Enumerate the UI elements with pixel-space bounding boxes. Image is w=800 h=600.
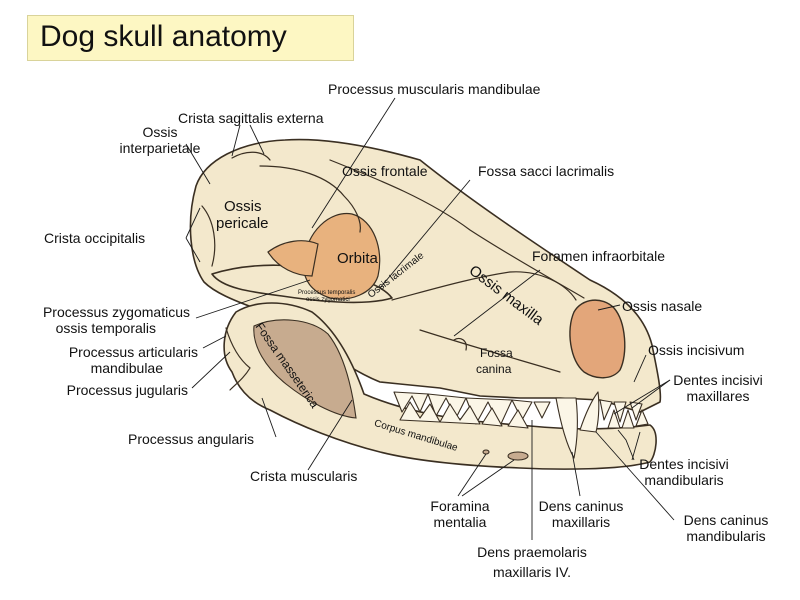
label-processus-temporalis-1: Processus temporalis bbox=[298, 290, 356, 296]
upper-canine bbox=[555, 397, 578, 459]
orbit-rim-shape bbox=[267, 240, 319, 277]
leader-foramina-mentalia-b bbox=[461, 459, 515, 497]
label-processus-muscularis-mandibulae: Processus muscularis mandibulae bbox=[328, 81, 541, 97]
lower-molar-2 bbox=[439, 403, 481, 425]
label-fossa-canina-1: Fossa bbox=[480, 346, 513, 360]
label-ossis-frontale: Ossis frontale bbox=[342, 163, 428, 179]
leader-processus-jugularis bbox=[191, 351, 231, 389]
label-crista-sagittalis-externa: Crista sagittalis externa bbox=[178, 110, 324, 126]
label-dens-caninus-maxillaris-2: maxillaris bbox=[551, 514, 611, 530]
leader-crista-occipitalis-a bbox=[185, 207, 201, 239]
label-foramen-infraorbitale: Foramen infraorbitale bbox=[532, 248, 666, 264]
maxilla-lower-suture bbox=[419, 329, 561, 373]
parietal-suture bbox=[259, 165, 361, 233]
lower-incisor-1 bbox=[607, 409, 621, 429]
label-ossis-pericale-1: Ossis bbox=[224, 198, 262, 215]
label-processus-jugularis: Processus jugularis bbox=[66, 382, 188, 398]
orbit-shape bbox=[303, 212, 381, 300]
leader-dentes-incisivi-mandibularis-b bbox=[631, 431, 641, 461]
label-dentes-incisivi-maxillares-2: maxillares bbox=[686, 388, 750, 404]
nasal-aperture-shape bbox=[569, 299, 626, 379]
lower-praemolar-2 bbox=[507, 409, 529, 429]
label-dentes-incisivi-mandibularis-2: mandibularis bbox=[644, 472, 724, 488]
leader-foramina-mentalia bbox=[457, 453, 487, 497]
leader-processus-angularis bbox=[261, 397, 277, 438]
sagittal-crest-line bbox=[231, 151, 271, 161]
label-processus-articularis-1: Processus articularis bbox=[68, 344, 198, 360]
lower-molar-1 bbox=[399, 401, 441, 423]
label-dens-caninus-mandibularis-1: Dens caninus bbox=[683, 512, 769, 528]
upper-praemolar-3 bbox=[511, 399, 533, 421]
cranium-shape bbox=[189, 138, 662, 413]
leader-foramen-infraorbitale bbox=[453, 269, 541, 337]
leader-processus-muscularis bbox=[311, 97, 396, 229]
label-processus-angularis: Processus angularis bbox=[128, 431, 255, 447]
label-fossa-canina-2: canina bbox=[476, 362, 512, 376]
leader-crista-muscularis bbox=[307, 399, 353, 471]
label-foramina-mentalia-2: mentalia bbox=[433, 514, 487, 530]
label-dens-praemolaris-1: Dens praemolaris bbox=[477, 544, 587, 560]
label-processus-zygomaticus-1: Processus zygomaticus bbox=[42, 304, 190, 320]
label-processus-zygomaticus-2: ossis temporalis bbox=[55, 320, 156, 336]
label-dentes-incisivi-maxillares-1: Dentes incisivi bbox=[673, 372, 763, 388]
label-processus-articularis-2: mandibulae bbox=[90, 360, 163, 376]
label-dens-caninus-maxillaris-1: Dens caninus bbox=[538, 498, 624, 514]
occipital-line bbox=[201, 205, 216, 267]
leader-interparietale bbox=[185, 143, 211, 185]
label-foramina-mentalia-1: Foramina bbox=[430, 498, 490, 514]
title-box bbox=[27, 15, 354, 61]
leader-processus-articularis bbox=[202, 335, 227, 349]
maxilla-suture bbox=[391, 271, 577, 301]
leader-crista-sagittalis-b bbox=[249, 124, 265, 155]
label-fossa-sacci-lacrimalis: Fossa sacci lacrimalis bbox=[478, 163, 615, 179]
label-dens-praemolaris-2: maxillaris IV. bbox=[492, 564, 572, 580]
leader-dens-caninus-mandibularis bbox=[595, 431, 675, 521]
upper-incisor-1 bbox=[599, 399, 613, 421]
lower-incisor-3 bbox=[635, 409, 649, 427]
leader-crista-occipitalis-b bbox=[185, 237, 201, 263]
upper-incisor-3 bbox=[629, 401, 643, 421]
leader-processus-zygomaticus bbox=[195, 279, 311, 319]
lower-incisor-2 bbox=[621, 409, 635, 429]
lower-canine bbox=[579, 391, 600, 433]
lower-praemolar-1 bbox=[481, 407, 503, 427]
label-ossis-interparietale-1: Ossis bbox=[142, 124, 178, 140]
label-crista-occipitalis: Crista occipitalis bbox=[44, 230, 146, 246]
infraorbital-foramen-mark bbox=[453, 337, 467, 351]
label-crista-muscularis: Crista muscularis bbox=[250, 468, 358, 484]
foramen-mentale-large bbox=[507, 451, 529, 461]
leader-dentes-incisivi-maxillares bbox=[613, 379, 671, 415]
page-title: Dog skull anatomy bbox=[40, 20, 287, 53]
upper-molar-1 bbox=[393, 391, 429, 413]
label-ossis-pericale-2: pericale bbox=[216, 215, 269, 232]
frontal-suture bbox=[329, 159, 585, 299]
leader-fossa-sacci bbox=[379, 179, 471, 289]
label-orbita: Orbita bbox=[337, 250, 378, 267]
leader-crista-sagittalis-a bbox=[231, 124, 241, 157]
leader-ossis-incisivum bbox=[633, 354, 647, 383]
label-ossis-nasale: Ossis nasale bbox=[622, 298, 703, 314]
leader-ossis-nasale bbox=[597, 304, 621, 311]
leader-dentes-incisivi-maxillares-b bbox=[631, 379, 671, 409]
upper-praemolar-2 bbox=[533, 401, 551, 419]
label-dens-caninus-mandibularis-2: mandibularis bbox=[686, 528, 766, 544]
leader-lines bbox=[185, 97, 675, 540]
label-ossis-incisivum: Ossis incisivum bbox=[648, 342, 745, 358]
fossa-masseterica-shape bbox=[253, 319, 357, 419]
label-processus-temporalis-2: ossis zygomatici bbox=[306, 297, 350, 303]
jugular-process bbox=[225, 327, 251, 391]
leader-dens-caninus-maxillaris bbox=[571, 451, 581, 497]
leader-dentes-incisivi-mandibularis bbox=[617, 429, 635, 461]
label-ossis-interparietale-2: interparietale bbox=[119, 140, 201, 156]
label-dentes-incisivi-mandibularis-1: Dentes incisivi bbox=[639, 456, 729, 472]
foramen-mentale-small bbox=[482, 449, 490, 455]
